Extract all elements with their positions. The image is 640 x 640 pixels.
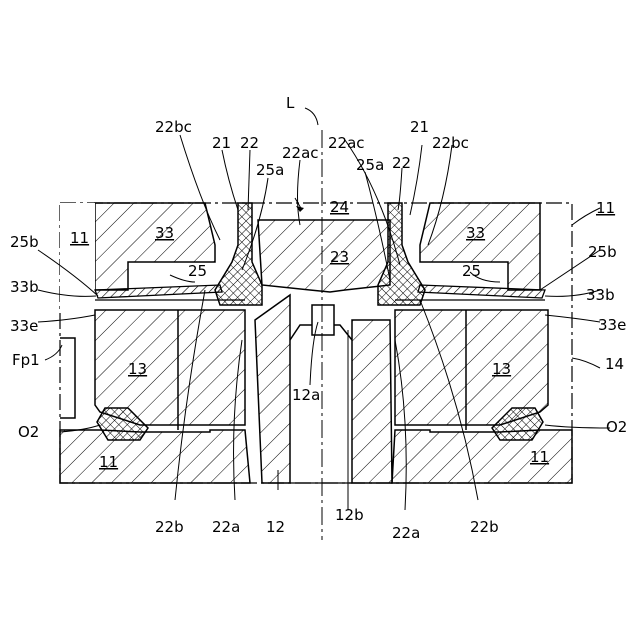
label-22a-right: 22a [392, 524, 420, 542]
label-25b-left: 25b [10, 233, 39, 251]
label-25b-right: 25b [588, 243, 617, 261]
label-13-right: 13 [492, 360, 511, 378]
label-11-bottom-left: 11 [99, 453, 118, 471]
label-o2-right: O2 [606, 418, 627, 436]
label-33e-left: 33e [10, 317, 38, 335]
label-22ac-right: 22ac [328, 134, 365, 152]
label-24: 24 [330, 198, 349, 216]
stem-12 [255, 295, 392, 483]
label-25-left: 25 [188, 262, 207, 280]
label-22-right: 22 [392, 154, 411, 172]
label-33e-right: 33e [598, 316, 626, 334]
label-25a-right: 25a [356, 156, 384, 174]
label-22-left: 22 [240, 134, 259, 152]
label-12a: 12a [292, 386, 320, 404]
label-11-top-right: 11 [596, 199, 615, 217]
label-12: 12 [266, 518, 285, 536]
label-22b-left: 22b [155, 518, 184, 536]
label-12b: 12b [335, 506, 364, 524]
label-22a-left: 22a [212, 518, 240, 536]
label-25a-left: 25a [256, 161, 284, 179]
label-33-right: 33 [466, 224, 485, 242]
label-23: 23 [330, 248, 349, 266]
label-33b-left: 33b [10, 278, 39, 296]
label-14: 14 [605, 355, 624, 373]
label-o2-left: O2 [18, 423, 39, 441]
label-33-left: 33 [155, 224, 174, 242]
port-fp1 [60, 338, 75, 418]
label-22bc-left: 22bc [155, 118, 192, 136]
label-22bc-right: 22bc [432, 134, 469, 152]
label-21-left: 21 [212, 134, 231, 152]
label-21-right: 21 [410, 118, 429, 136]
label-fp1: Fp1 [12, 351, 40, 369]
valve-body-23 [258, 220, 390, 292]
label-22b-right: 22b [470, 518, 499, 536]
label-11-top-left: 11 [70, 229, 89, 247]
label-L: L [286, 94, 295, 112]
label-13-left: 13 [128, 360, 147, 378]
label-22ac-left: 22ac [282, 144, 319, 162]
label-11-bottom-right: 11 [530, 448, 549, 466]
label-33b-right: 33b [586, 286, 615, 304]
label-25-right: 25 [462, 262, 481, 280]
